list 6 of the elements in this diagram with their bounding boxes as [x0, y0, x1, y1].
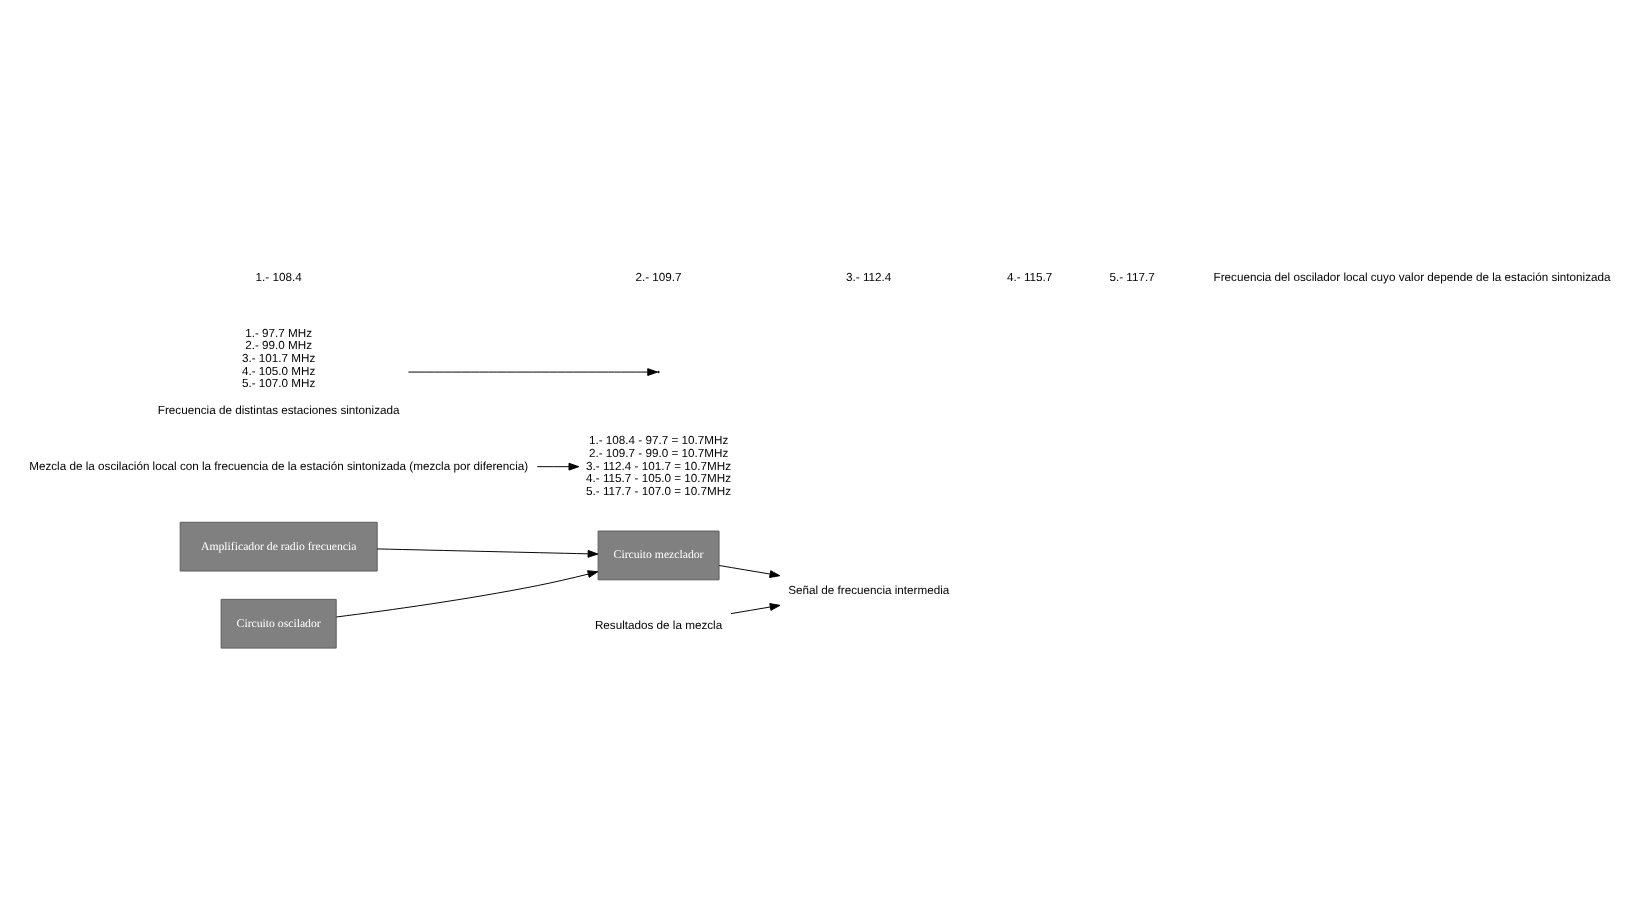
arrow: [407, 368, 658, 376]
arrow: [536, 462, 580, 471]
arrow: [718, 565, 781, 578]
arrow: [376, 548, 599, 558]
arrow: [335, 570, 599, 618]
arrow: [730, 603, 781, 615]
